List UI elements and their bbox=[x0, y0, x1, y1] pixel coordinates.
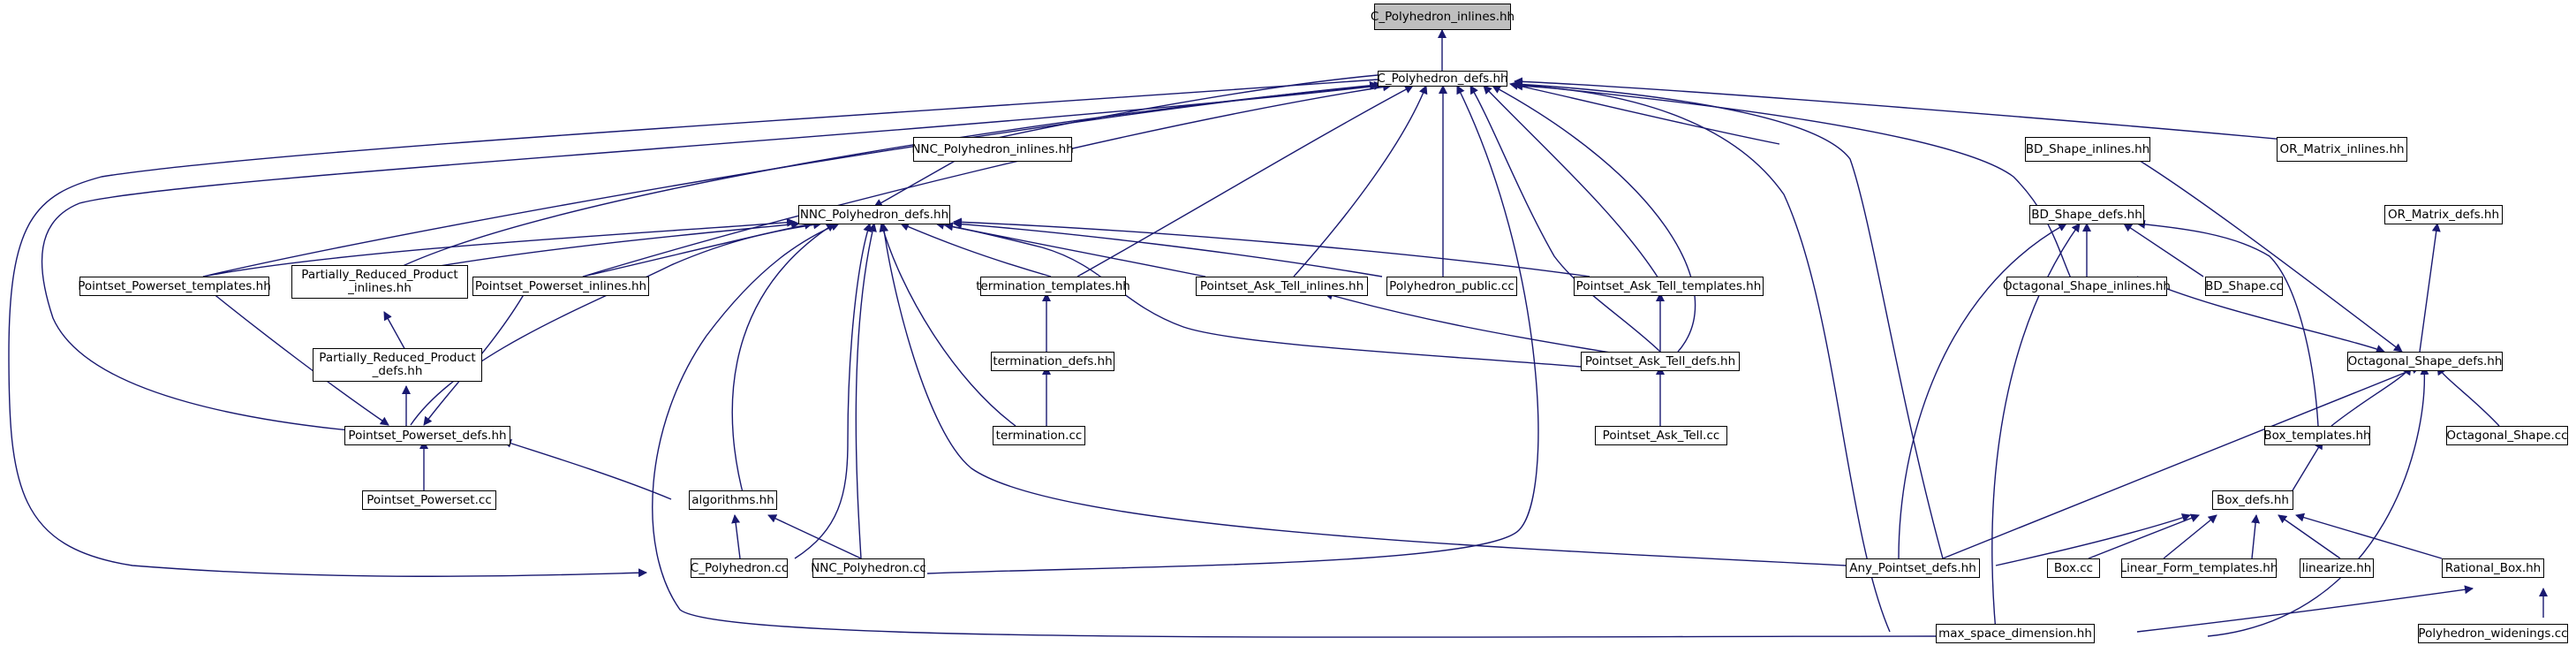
edge bbox=[794, 223, 873, 559]
node-polyhedron-widenings[interactable]: Polyhedron_widenings.cc bbox=[2418, 624, 2568, 643]
node-nnc-polyhedron-defs[interactable]: NNC_Polyhedron_defs.hh bbox=[798, 205, 950, 224]
node-linearize[interactable]: linearize.hh bbox=[2300, 558, 2374, 578]
node-max-space-dimension[interactable]: max_space_dimension.hh bbox=[1936, 624, 2095, 643]
node-pointset-ask-tell-defs[interactable]: Pointset_Ask_Tell_defs.hh bbox=[1581, 352, 1740, 371]
node-termination-defs[interactable]: termination_defs.hh bbox=[991, 352, 1114, 371]
node-termination-templates[interactable]: termination_templates.hh bbox=[976, 277, 1130, 296]
node-or-matrix-defs[interactable]: OR_Matrix_defs.hh bbox=[2384, 205, 2503, 224]
edge bbox=[2207, 366, 2429, 637]
edge bbox=[1469, 85, 1661, 353]
edge bbox=[2286, 440, 2323, 500]
node-pointset-ask-tell-templates[interactable]: Pointset_Ask_Tell_templates.hh bbox=[1574, 277, 1764, 296]
edge bbox=[971, 74, 1379, 147]
node-partially-reduced-product-inlines[interactable]: Partially_Reduced_Product _inlines.hh bbox=[291, 265, 468, 299]
edge bbox=[2278, 514, 2341, 559]
edge bbox=[953, 217, 1590, 277]
edge bbox=[879, 223, 1016, 427]
edge bbox=[652, 222, 1944, 638]
node-box-defs[interactable]: Box_defs.hh bbox=[2212, 490, 2293, 510]
edge bbox=[2123, 223, 2204, 277]
edge bbox=[410, 220, 822, 426]
edge bbox=[193, 277, 389, 426]
edge bbox=[1995, 513, 2191, 566]
edge bbox=[1898, 223, 2067, 559]
edge bbox=[1514, 80, 1944, 559]
dependency-edges bbox=[8, 29, 2548, 638]
node-polyhedron-public[interactable]: Polyhedron_public.cc bbox=[1386, 277, 1517, 296]
node-linear-form-templates[interactable]: Linear_Form_templates.hh bbox=[2120, 558, 2278, 578]
node-box-templates[interactable]: Box_templates.hh bbox=[2263, 426, 2371, 445]
edge bbox=[1514, 77, 2332, 145]
edge bbox=[41, 84, 1387, 438]
node-any-pointset-defs[interactable]: Any_Pointset_defs.hh bbox=[1846, 558, 1980, 578]
edge bbox=[2419, 223, 2441, 353]
edge bbox=[1942, 365, 2421, 559]
edge bbox=[2136, 585, 2474, 633]
node-octagonal-shape-inlines[interactable]: Octagonal_Shape_inlines.hh bbox=[2003, 277, 2171, 296]
node-octagonal-shape-defs[interactable]: Octagonal_Shape_defs.hh bbox=[2347, 352, 2503, 371]
edge bbox=[1509, 80, 1780, 145]
node-pointset-powerset-cc[interactable]: Pointset_Powerset.cc bbox=[362, 490, 496, 510]
node-pointset-powerset-defs[interactable]: Pointset_Powerset_defs.hh bbox=[344, 426, 510, 445]
edge bbox=[502, 438, 672, 500]
edge bbox=[900, 222, 1052, 277]
edge bbox=[1514, 80, 2072, 279]
node-rational-box[interactable]: Rational_Box.hh bbox=[2442, 558, 2544, 578]
edge bbox=[880, 223, 1847, 566]
node-bd-shape-defs[interactable]: BD_Shape_defs.hh bbox=[2029, 205, 2144, 224]
edge bbox=[731, 223, 835, 500]
edge bbox=[383, 311, 407, 353]
edge bbox=[953, 219, 1383, 277]
node-termination-cc[interactable]: termination.cc bbox=[993, 426, 1085, 445]
node-c-polyhedron-inlines[interactable]: C_Polyhedron_inlines.hh bbox=[1371, 4, 1515, 30]
edge bbox=[2163, 514, 2217, 559]
node-box-cc[interactable]: Box.cc bbox=[2047, 558, 2100, 578]
node-nnc-polyhedron-cc[interactable]: NNC_Polyhedron.cc bbox=[811, 558, 926, 578]
edge bbox=[1293, 85, 1428, 277]
node-partially-reduced-product-defs[interactable]: Partially_Reduced_Product _defs.hh bbox=[313, 348, 482, 382]
node-bd-shape-inlines[interactable]: BD_Shape_inlines.hh bbox=[2025, 137, 2150, 162]
node-pointset-powerset-inlines[interactable]: Pointset_Powerset_inlines.hh bbox=[472, 277, 649, 296]
edge bbox=[1514, 81, 1891, 633]
edge bbox=[1483, 85, 1659, 279]
node-bd-shape-cc[interactable]: BD_Shape.cc bbox=[2205, 277, 2283, 296]
edge bbox=[1492, 85, 1696, 353]
edge bbox=[2251, 514, 2261, 559]
edge bbox=[873, 158, 959, 208]
edge bbox=[2295, 513, 2443, 559]
node-nnc-polyhedron-inlines[interactable]: NNC_Polyhedron_inlines.hh bbox=[911, 137, 1074, 162]
node-c-polyhedron-cc[interactable]: C_Polyhedron.cc bbox=[691, 558, 788, 578]
edge bbox=[731, 514, 741, 559]
edge bbox=[1324, 291, 1661, 361]
node-or-matrix-inlines[interactable]: OR_Matrix_inlines.hh bbox=[2277, 137, 2407, 162]
edge bbox=[202, 80, 1379, 277]
edge bbox=[8, 79, 1379, 578]
edge bbox=[2136, 158, 2403, 353]
edge bbox=[855, 223, 877, 559]
edge bbox=[2436, 366, 2500, 427]
edge bbox=[767, 514, 862, 559]
node-pointset-ask-tell-cc[interactable]: Pointset_Ask_Tell.cc bbox=[1595, 426, 1727, 445]
edge bbox=[202, 217, 796, 277]
node-pointset-powerset-templates[interactable]: Pointset_Powerset_templates.hh bbox=[78, 277, 271, 296]
node-pointset-ask-tell-inlines[interactable]: Pointset_Ask_Tell_inlines.hh bbox=[1196, 277, 1368, 296]
edge bbox=[2136, 276, 2385, 353]
edge bbox=[944, 222, 1582, 368]
edge bbox=[2136, 219, 2319, 427]
edge bbox=[926, 85, 1539, 574]
node-octagonal-shape-cc[interactable]: Octagonal_Shape.cc bbox=[2446, 426, 2568, 445]
node-c-polyhedron-defs[interactable]: C_Polyhedron_defs.hh bbox=[1377, 71, 1508, 87]
edge bbox=[2088, 513, 2200, 559]
edge bbox=[582, 82, 1392, 277]
edge bbox=[1076, 85, 1414, 277]
node-algorithms[interactable]: algorithms.hh bbox=[689, 490, 777, 510]
